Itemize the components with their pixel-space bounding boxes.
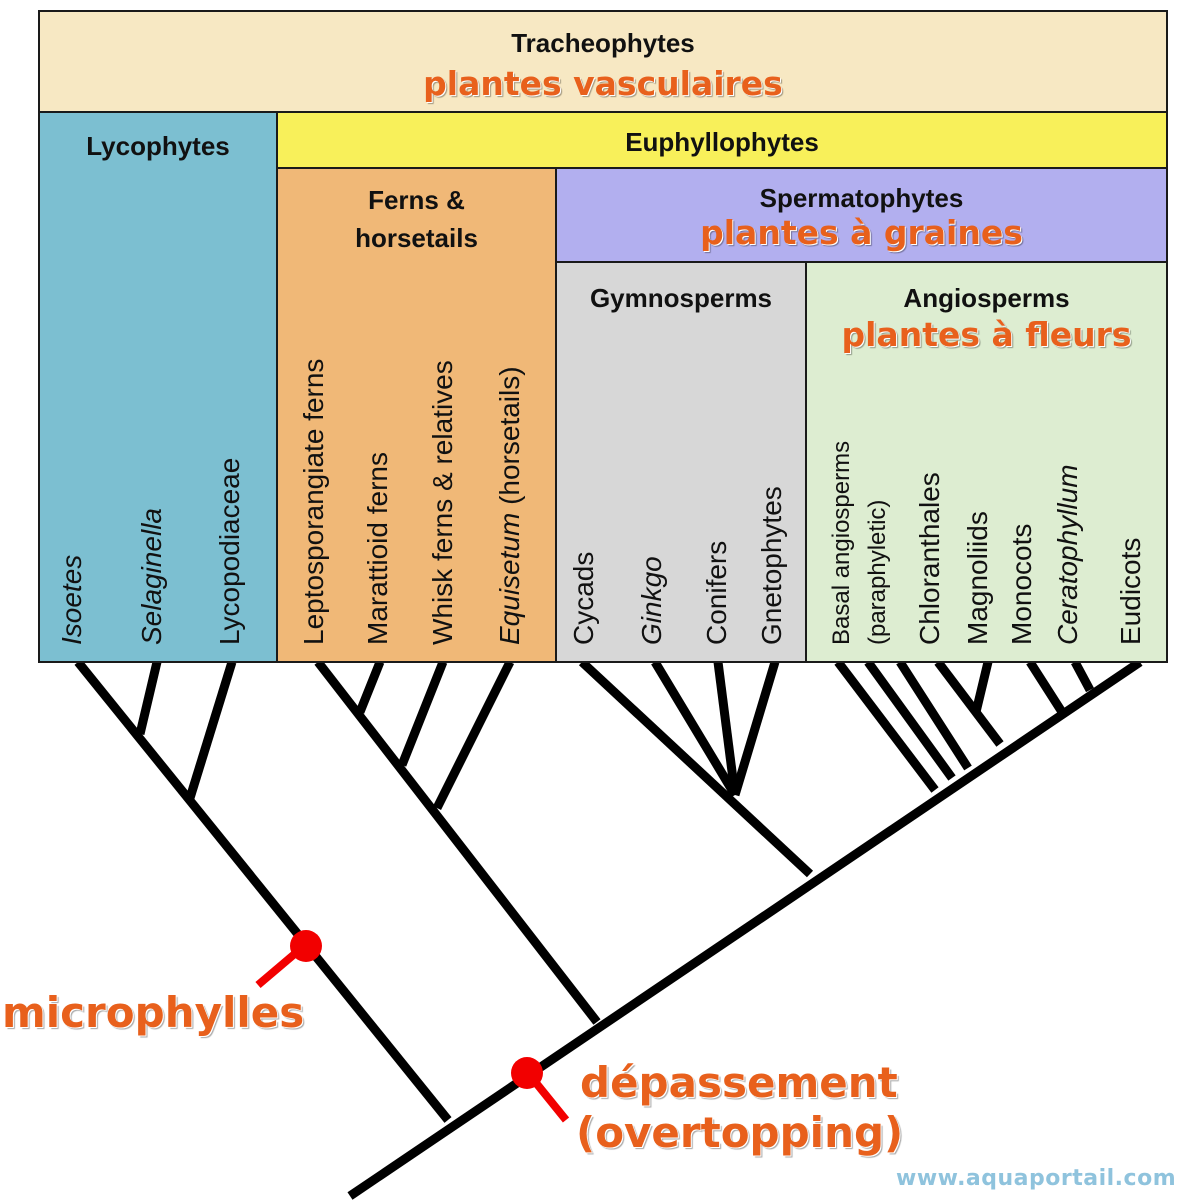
branch-cycads xyxy=(578,658,814,878)
branch-magnoliids xyxy=(896,659,972,771)
tracheophytes-fr: plantes vasculaires xyxy=(423,64,783,103)
tracheophytes-title: Tracheophytes xyxy=(511,28,695,58)
taxon-marattioid-ferns: Marattioid ferns xyxy=(362,452,393,645)
spermatophytes-fr: plantes à graines xyxy=(700,213,1023,252)
microphylles-label: microphylles xyxy=(2,988,305,1037)
branch-leptosporangiate xyxy=(314,659,601,1025)
tracheophytes-box: Tracheophytes plantes vasculaires xyxy=(38,10,1168,113)
taxon-eudicots: Eudicots xyxy=(1115,537,1146,645)
branch-lycophytes xyxy=(74,659,452,1123)
microphylles-marker xyxy=(255,930,322,989)
taxon-chloranthales: Chloranthales xyxy=(914,472,945,645)
equisetum-italic: Equisetum xyxy=(494,512,525,645)
branch-monocots xyxy=(934,659,1004,747)
euphyllophytes-title: Euphyllophytes xyxy=(625,127,819,157)
euphyllophytes-box: Euphyllophytes xyxy=(276,111,1168,169)
lycophytes-title: Lycophytes xyxy=(86,131,230,161)
taxon-conifers: Conifers xyxy=(701,540,732,645)
branch-gnetophytes xyxy=(730,660,780,797)
branch-magnoliid-pair xyxy=(971,660,993,714)
overtopping-marker xyxy=(511,1057,570,1123)
branch-selaginella xyxy=(135,660,162,736)
ferns-box: Ferns & horsetails xyxy=(276,167,557,663)
spermatophytes-title: Spermatophytes xyxy=(759,183,964,213)
overtopping-label-line2: (overtopping) xyxy=(576,1108,904,1157)
taxon-leptosporangiate-ferns: Leptosporangiate ferns xyxy=(298,358,329,645)
taxon-ceratophyllum: Ceratophyllum xyxy=(1052,464,1083,645)
branch-conifers xyxy=(713,661,740,796)
taxon-basal-paraphyletic: (paraphyletic) xyxy=(864,499,891,645)
branch-trunk xyxy=(347,658,1143,1200)
taxon-whisk-ferns: Whisk ferns & relatives xyxy=(427,360,458,645)
branch-basal-angiosperms xyxy=(834,659,939,793)
taxon-ginkgo: Ginkgo xyxy=(636,556,667,645)
branch-equisetum xyxy=(432,659,515,811)
taxon-gnetophytes: Gnetophytes xyxy=(756,486,787,645)
angiosperms-title: Angiosperms xyxy=(903,283,1070,313)
taxon-selaginella: Selaginella xyxy=(136,508,167,645)
taxon-magnoliids: Magnoliids xyxy=(962,511,993,645)
taxon-monocots: Monocots xyxy=(1006,523,1037,645)
angiosperms-fr: plantes à fleurs xyxy=(841,315,1132,354)
branch-ginkgo xyxy=(651,659,739,798)
branch-chloranthales xyxy=(864,659,956,781)
branch-ceratophyllum xyxy=(1026,659,1066,715)
taxon-lycopodiaceae: Lycopodiaceae xyxy=(214,457,245,645)
overtopping-label-line1: dépassement xyxy=(580,1058,898,1107)
spermatophytes-box: Spermatophytes plantes à graines xyxy=(555,167,1168,263)
branch-eudicots xyxy=(1071,659,1094,693)
angiosperms-box: Angiosperms plantes à fleurs xyxy=(805,261,1168,663)
taxon-equisetum: Equisetum (horsetails) xyxy=(494,366,526,645)
taxon-isoetes: Isoetes xyxy=(56,554,87,645)
ferns-title-line2: horsetails xyxy=(355,223,478,253)
branch-whisk xyxy=(397,660,448,767)
taxon-basal-angiosperms: Basal angiosperms xyxy=(828,440,855,645)
taxon-cycads: Cycads xyxy=(568,551,599,645)
lycophytes-box: Lycophytes xyxy=(38,111,278,663)
watermark: www.aquaportail.com xyxy=(896,1166,1177,1191)
gymnosperms-title: Gymnosperms xyxy=(589,283,773,313)
branch-marattioid xyxy=(355,660,385,714)
equisetum-rest: (horsetails) xyxy=(494,366,525,513)
ferns-title-line1: Ferns & xyxy=(368,185,465,215)
gymnosperms-box: Gymnosperms xyxy=(555,261,807,663)
branch-lycopodiaceae xyxy=(185,660,237,800)
